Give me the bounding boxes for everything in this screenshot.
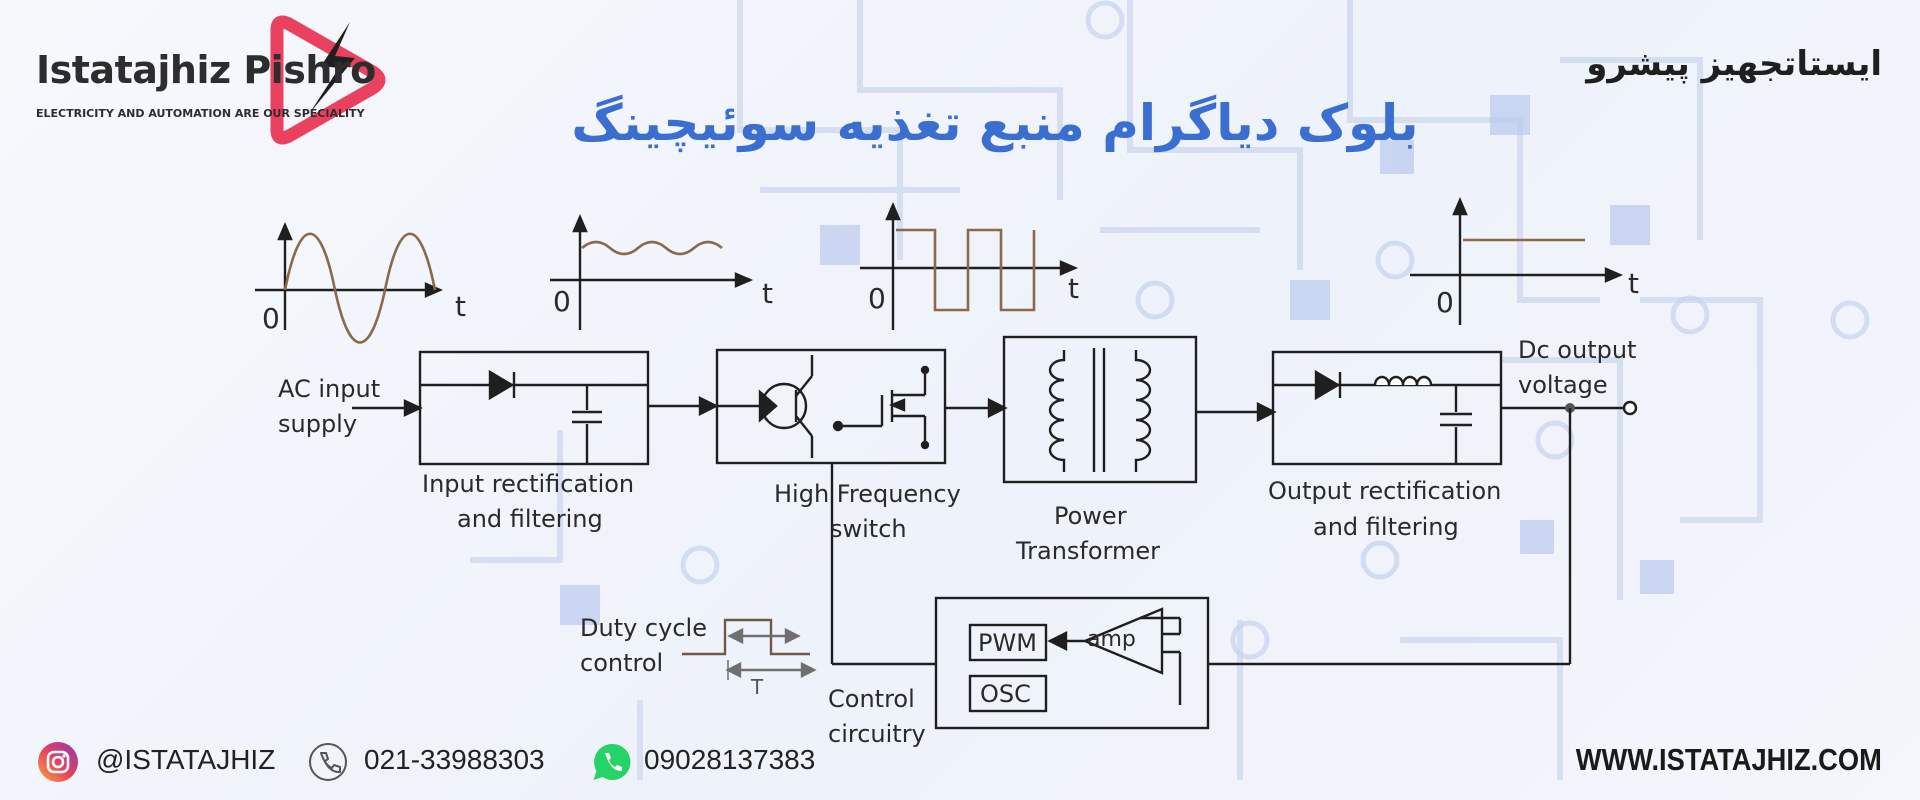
instagram-icon[interactable] [38, 742, 78, 782]
output-block-label-2: and filtering [1313, 513, 1459, 541]
wave3-time: t [1068, 272, 1079, 305]
output-block-label-1: Output rectification [1268, 477, 1502, 505]
brand-tagline: ELECTRICITY AND AUTOMATION ARE OUR SPECI… [36, 107, 365, 120]
wave3-zero: 0 [868, 282, 886, 315]
input-block-label-2: and filtering [457, 505, 603, 533]
transformer-label-1: Power [1054, 502, 1127, 530]
control-block-label-2: circuitry [828, 720, 926, 748]
page-title: بلوک دیاگرام منبع تغذیه سوئیچینگ [571, 94, 1419, 152]
control-block-label-1: Control [828, 685, 915, 713]
switch-block-label-1: High Frequency [774, 480, 961, 508]
duty-cycle-label-1: Duty cycle [580, 614, 707, 642]
period-label: T [751, 675, 764, 699]
input-block-label-1: Input rectification [422, 470, 635, 498]
transformer-label-2: Transformer [1016, 537, 1161, 565]
wave2-time: t [762, 277, 773, 310]
dc-output-label-1: Dc output [1518, 336, 1637, 364]
ac-input-label-2: supply [278, 410, 358, 438]
osc-label: OSC [980, 680, 1031, 708]
brand-name: Istatajhiz Pishro [36, 48, 376, 92]
instagram-handle[interactable]: @ISTATAJHIZ [96, 744, 276, 775]
pwm-label: PWM [978, 629, 1037, 657]
wave4-zero: 0 [1436, 286, 1454, 319]
whatsapp-number[interactable]: 09028137383 [644, 744, 816, 775]
phone-number[interactable]: 021-33988303 [364, 744, 545, 775]
phone-icon[interactable] [308, 742, 348, 782]
switch-block-label-2: switch [830, 515, 907, 543]
dc-output-label-2: voltage [1518, 371, 1608, 399]
duty-cycle-label-2: control [580, 649, 664, 677]
ac-input-label-1: AC input [278, 375, 381, 403]
logo-icon [270, 15, 386, 145]
wave1-time: t [455, 290, 466, 323]
amp-label: amp [1087, 627, 1136, 652]
whatsapp-icon[interactable] [592, 742, 632, 782]
brand-persian: ایستاتجهیز پیشرو [1586, 44, 1882, 84]
wave1-zero: 0 [262, 302, 280, 335]
wave2-zero: 0 [553, 285, 571, 318]
website-link[interactable]: WWW.ISTATAJHIZ.COM [1575, 742, 1882, 777]
wave4-time: t [1628, 267, 1639, 300]
